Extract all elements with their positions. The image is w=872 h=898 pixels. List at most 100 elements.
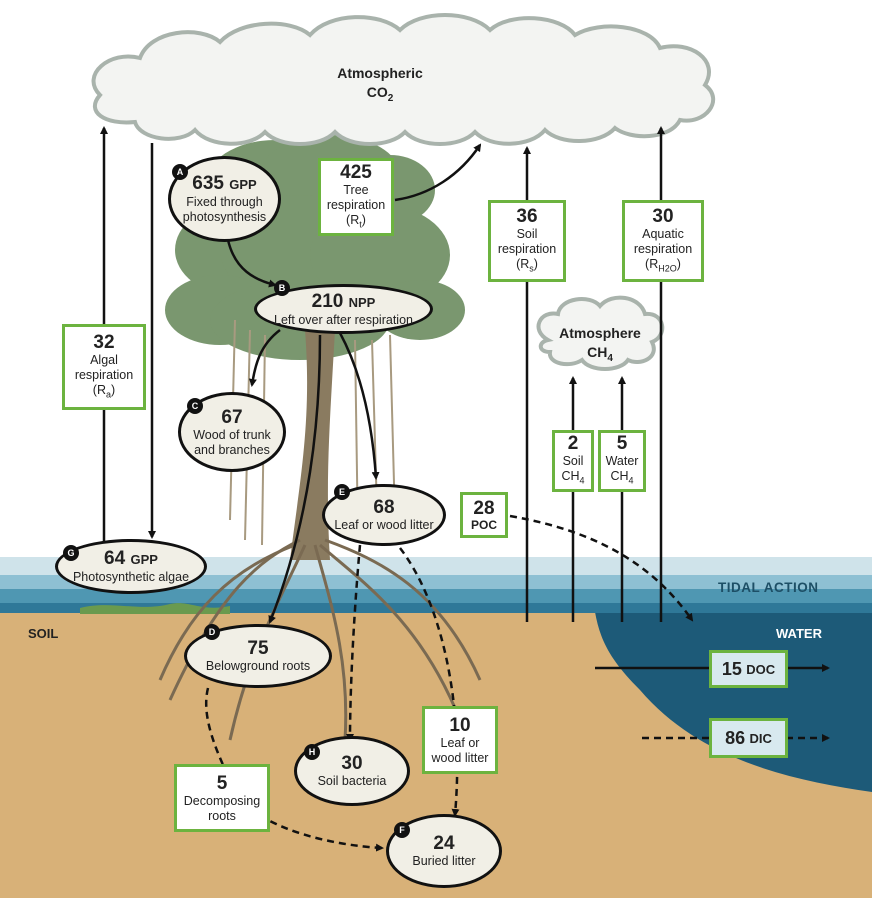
cloud-ch4-shape bbox=[536, 295, 665, 371]
node-g-algae: 64 GPP Photosynthetic algae bbox=[55, 539, 207, 594]
soil-ch4-line1: Soil bbox=[562, 454, 584, 469]
dic-value: 86 bbox=[725, 727, 746, 748]
node-a-value: 635 bbox=[192, 173, 224, 194]
water-label: WATER bbox=[776, 626, 822, 641]
arrow-b-to-c bbox=[248, 329, 281, 387]
box-algal-respiration: 32 Algal respiration (Ra) bbox=[62, 324, 146, 410]
node-e-badge: E bbox=[334, 484, 350, 500]
dic-unit: DIC bbox=[749, 730, 772, 746]
soil-ch4-sub: 4 bbox=[579, 475, 585, 486]
arrow-e-to-h bbox=[346, 544, 362, 742]
tree-resp-sub: t bbox=[359, 219, 362, 230]
algal-resp-line1: Algal bbox=[90, 352, 118, 367]
tree-resp-line1: Tree bbox=[343, 182, 369, 197]
node-c-line2: and branches bbox=[194, 442, 270, 457]
tidal-action-label: TIDAL ACTION bbox=[718, 580, 819, 595]
node-g-badge: G bbox=[63, 545, 79, 561]
node-b-line1: Left over after respiration bbox=[274, 312, 413, 327]
soil-resp-line2: respiration bbox=[497, 241, 557, 256]
box-water-ch4: 5 Water CH4 bbox=[598, 430, 646, 492]
flow-arrows bbox=[100, 126, 830, 672]
arrow-b-to-d bbox=[268, 334, 322, 624]
node-c-line1: Wood of trunk bbox=[193, 427, 271, 442]
node-d-value: 75 bbox=[247, 638, 269, 659]
soil-resp-sub: s bbox=[529, 263, 534, 274]
algae-mat bbox=[80, 603, 230, 614]
node-h-badge: H bbox=[304, 744, 320, 760]
algal-resp-sym: R bbox=[96, 382, 106, 397]
ch4-formula-text: CH bbox=[587, 344, 608, 360]
aquatic-resp-line1: Aquatic bbox=[642, 226, 684, 241]
node-e-line1: Leaf or wood litter bbox=[334, 518, 434, 532]
prop-roots bbox=[158, 538, 482, 741]
algal-resp-sub: a bbox=[106, 389, 112, 400]
box-tree-respiration: 425 Tree respiration (Rt) bbox=[318, 158, 394, 236]
tree-resp-line2: respiration bbox=[326, 197, 386, 212]
node-d-line1: Belowground roots bbox=[205, 659, 311, 673]
algal-resp-value: 32 bbox=[93, 331, 115, 353]
leaf-litter-line1: Leaf or bbox=[440, 735, 480, 750]
box-decomposing-roots: 5 Decomposing roots bbox=[174, 764, 270, 832]
soil-resp-value: 36 bbox=[516, 205, 538, 227]
node-b-unit: NPP bbox=[348, 294, 376, 310]
soil-resp-line1: Soil bbox=[516, 226, 538, 241]
tree-resp-sym: R bbox=[350, 212, 360, 227]
node-a-line2: photosynthesis bbox=[182, 210, 267, 224]
node-b-value: 210 bbox=[311, 290, 344, 312]
aquatic-resp-value: 30 bbox=[652, 205, 674, 227]
water-body bbox=[595, 612, 872, 792]
water-ch4-line1: Water bbox=[605, 454, 639, 469]
leaf-litter-line2: wood litter bbox=[431, 750, 489, 765]
node-b-value-row: 210 NPP bbox=[312, 291, 376, 313]
water-ch4-formula-text: CH bbox=[610, 469, 629, 484]
soil-ch4-formula: CH4 bbox=[561, 469, 584, 489]
node-d-badge: D bbox=[204, 624, 220, 640]
water-ch4-sub: 4 bbox=[628, 475, 634, 486]
cloud-ch4-label: Atmosphere CH4 bbox=[548, 324, 652, 368]
soil-ch4-value: 2 bbox=[567, 433, 579, 455]
box-soil-respiration: 36 Soil respiration (Rs) bbox=[488, 200, 566, 282]
co2-subscript: 2 bbox=[387, 92, 394, 104]
node-d-roots: 75 Belowground roots bbox=[184, 624, 332, 688]
node-a-unit: GPP bbox=[229, 177, 257, 192]
arrow-a-to-b bbox=[226, 239, 277, 288]
arrow-tree-resp bbox=[394, 143, 482, 202]
decomp-line1: Decomposing bbox=[183, 793, 261, 808]
node-g-value: 64 bbox=[104, 548, 126, 569]
soil-resp-sym: R bbox=[520, 256, 530, 271]
node-f-value: 24 bbox=[433, 833, 455, 854]
tidal-band-light bbox=[0, 557, 872, 575]
cloud-ch4-title: Atmosphere bbox=[559, 325, 641, 341]
doc-unit: DOC bbox=[746, 661, 776, 677]
decomp-value: 5 bbox=[216, 772, 228, 794]
leaf-litter-value: 10 bbox=[449, 714, 471, 736]
box-poc: 28 POC bbox=[460, 492, 508, 538]
node-h-value: 30 bbox=[341, 753, 363, 774]
water-ch4-formula: CH4 bbox=[610, 469, 633, 489]
soil-resp-symbol: (Rs) bbox=[516, 256, 538, 274]
arrow-poc-to-water bbox=[509, 514, 694, 622]
node-g-line1: Photosynthetic algae bbox=[72, 570, 190, 584]
poc-value: 28 bbox=[473, 498, 495, 519]
cloud-ch4-formula: CH4 bbox=[548, 343, 652, 368]
cloud-co2-shape bbox=[91, 13, 716, 146]
box-soil-ch4: 2 Soil CH4 bbox=[552, 430, 594, 492]
node-f-badge: F bbox=[394, 822, 410, 838]
node-a-badge: A bbox=[172, 164, 188, 180]
decomp-line2: roots bbox=[208, 808, 236, 823]
box-doc: 15 DOC bbox=[709, 650, 788, 688]
box-leaf-litter: 10 Leaf or wood litter bbox=[422, 706, 498, 774]
node-b-npp: 210 NPP Left over after respiration bbox=[254, 284, 433, 334]
soil-ch4-formula-text: CH bbox=[561, 469, 580, 484]
water-ch4-value: 5 bbox=[616, 433, 628, 455]
box-dic: 86 DIC bbox=[709, 718, 788, 758]
node-c-value: 67 bbox=[221, 406, 243, 428]
poc-unit: POC bbox=[470, 518, 497, 532]
node-b-badge: B bbox=[274, 280, 290, 296]
cloud-co2-formula: CO2 bbox=[300, 83, 460, 108]
aquatic-resp-sym: R bbox=[649, 256, 659, 271]
node-f-line1: Buried litter bbox=[412, 854, 476, 868]
tree-resp-symbol: (Rt) bbox=[346, 212, 366, 230]
aquatic-resp-symbol: (RH2O) bbox=[645, 256, 681, 274]
